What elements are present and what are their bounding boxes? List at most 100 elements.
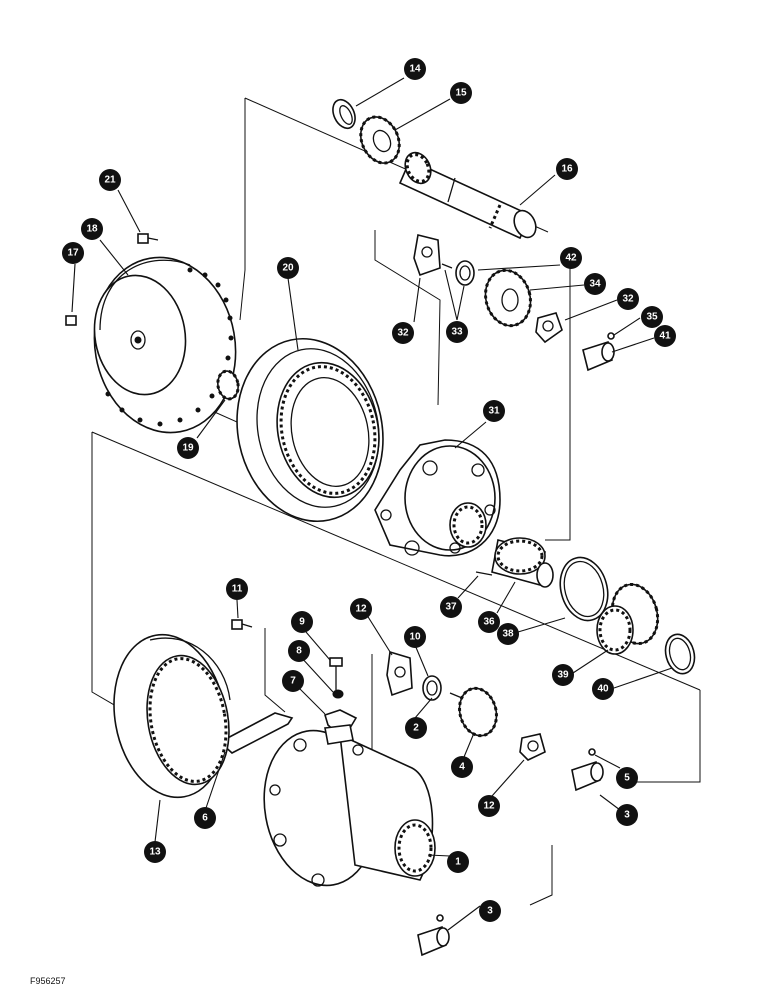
callout-19: 19	[177, 437, 199, 459]
callout-17: 17	[62, 242, 84, 264]
ring-gear-20	[236, 337, 384, 523]
plug-17	[65, 315, 77, 326]
bearing-10	[422, 675, 463, 701]
svg-text:34: 34	[589, 279, 601, 290]
svg-text:5: 5	[624, 773, 630, 784]
svg-text:12: 12	[355, 604, 367, 615]
ball-35	[607, 332, 615, 340]
bolt-21	[137, 233, 159, 244]
callout-32-right: 32	[617, 288, 639, 310]
callout-7: 7	[282, 670, 304, 692]
planet-gear-4	[458, 686, 498, 738]
snap-ring-40	[664, 633, 696, 675]
svg-text:37: 37	[445, 602, 457, 613]
svg-text:14: 14	[409, 64, 421, 75]
strap-6	[218, 712, 294, 754]
leader-lines	[71, 77, 673, 931]
thrust-washer-32-right	[535, 312, 563, 344]
thrust-washer-12-bottom	[519, 733, 546, 761]
svg-text:41: 41	[659, 331, 671, 342]
planet-gear-34	[484, 268, 532, 328]
svg-text:39: 39	[557, 670, 569, 681]
svg-text:6: 6	[202, 813, 208, 824]
callout-41: 41	[654, 325, 676, 347]
snap-ring-38	[559, 556, 609, 622]
pin-3-bottom	[417, 914, 450, 957]
callout-8: 8	[288, 640, 310, 662]
callout-14: 14	[404, 58, 426, 80]
callout-3-bottom: 3	[479, 900, 501, 922]
callout-16: 16	[556, 158, 578, 180]
callout-9: 9	[291, 611, 313, 633]
callout-40: 40	[592, 678, 614, 700]
svg-text:21: 21	[104, 175, 116, 186]
ball-5	[588, 748, 596, 756]
svg-text:16: 16	[561, 164, 573, 175]
pin-37	[475, 571, 493, 576]
callout-38: 38	[497, 623, 519, 645]
svg-text:15: 15	[455, 88, 467, 99]
bearing-33	[441, 260, 475, 286]
svg-text:31: 31	[488, 406, 500, 417]
thrust-washer-12-top	[386, 650, 413, 697]
callout-2: 2	[405, 717, 427, 739]
svg-text:3: 3	[487, 906, 493, 917]
svg-text:9: 9	[299, 617, 305, 628]
ring-gear-13	[113, 633, 231, 799]
svg-text:42: 42	[565, 253, 577, 264]
callout-33: 33	[446, 321, 468, 343]
svg-text:32: 32	[622, 294, 634, 305]
callout-1: 1	[447, 851, 469, 873]
sun-gear-39	[596, 582, 660, 655]
svg-text:8: 8	[296, 646, 302, 657]
callout-21: 21	[99, 169, 121, 191]
callout-35: 35	[641, 306, 663, 328]
planet-carrier-31	[374, 439, 501, 557]
svg-text:13: 13	[149, 847, 161, 858]
callout-12-bottom: 12	[478, 795, 500, 817]
svg-text:40: 40	[597, 684, 609, 695]
svg-text:12: 12	[483, 801, 495, 812]
svg-text:19: 19	[182, 443, 194, 454]
svg-text:10: 10	[409, 632, 421, 643]
callout-42: 42	[560, 247, 582, 269]
callout-20: 20	[277, 257, 299, 279]
callout-36: 36	[478, 611, 500, 633]
callout-37: 37	[440, 596, 462, 618]
callout-32-top: 32	[392, 322, 414, 344]
callout-13: 13	[144, 841, 166, 863]
callout-39: 39	[552, 664, 574, 686]
shaft-16	[398, 151, 537, 240]
svg-text:1: 1	[455, 857, 461, 868]
callout-11: 11	[226, 578, 248, 600]
washer-8	[332, 689, 344, 699]
svg-text:36: 36	[483, 617, 495, 628]
callout-12-top: 12	[350, 598, 372, 620]
thrust-washer-32-top	[413, 234, 441, 277]
bearing-19	[216, 369, 240, 401]
bolt-11	[231, 619, 253, 630]
svg-text:4: 4	[459, 762, 465, 773]
figure-code: F956257	[30, 976, 66, 986]
callout-31: 31	[483, 400, 505, 422]
callout-6: 6	[194, 807, 216, 829]
svg-text:35: 35	[646, 312, 658, 323]
snap-ring-14	[332, 98, 356, 130]
spindle-1	[263, 724, 436, 887]
gear-15	[359, 115, 401, 165]
svg-text:20: 20	[282, 263, 294, 274]
callout-10: 10	[404, 626, 426, 648]
screw-9	[329, 657, 343, 690]
svg-text:18: 18	[86, 224, 98, 235]
svg-text:7: 7	[290, 676, 296, 687]
pin-41	[582, 340, 615, 372]
svg-text:33: 33	[451, 327, 463, 338]
callout-34: 34	[584, 273, 606, 295]
callout-15: 15	[450, 82, 472, 104]
callout-4: 4	[451, 756, 473, 778]
svg-text:3: 3	[624, 810, 630, 821]
assembly-guide-lines	[91, 97, 701, 906]
pin-3-right	[571, 760, 604, 792]
svg-text:38: 38	[502, 629, 514, 640]
